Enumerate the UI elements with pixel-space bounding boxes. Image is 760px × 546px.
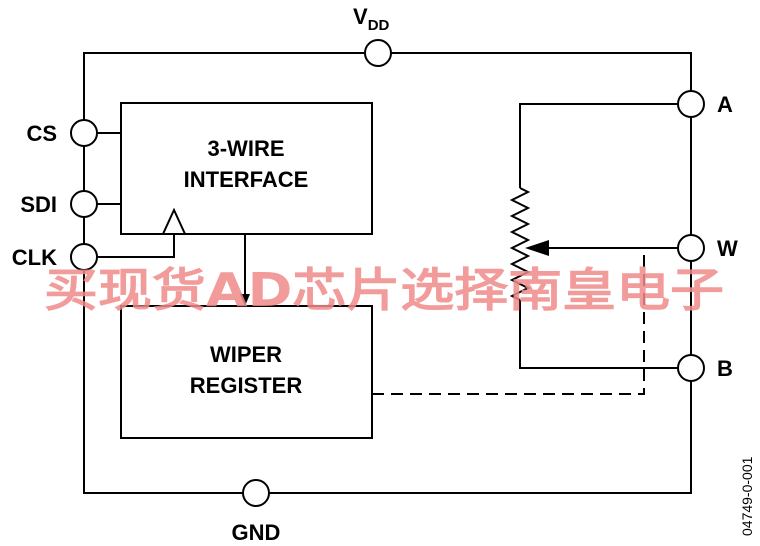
a-pin: [677, 90, 705, 118]
cs-label: CS: [26, 121, 57, 146]
terminal-b-line: [519, 300, 691, 369]
clk-label: CLK: [12, 245, 57, 270]
wiper-arrow: [525, 240, 549, 256]
figure-id: 04749-0-001: [739, 456, 755, 536]
interface-block: [120, 102, 373, 235]
interface-label-line1: 3-WIRE: [208, 136, 285, 161]
cs-pin: [70, 119, 98, 147]
b-label: B: [717, 356, 733, 381]
vdd-pin: [364, 39, 392, 67]
clock-triangle: [161, 207, 187, 235]
sdi-pin: [70, 190, 98, 218]
register-block: [120, 305, 373, 439]
w-label: W: [717, 236, 738, 261]
clk-line: [84, 228, 175, 258]
interface-label-line2: INTERFACE: [184, 167, 309, 192]
w-pin: [677, 234, 705, 262]
gnd-pin: [242, 479, 270, 507]
b-pin: [677, 354, 705, 382]
data-bus-arrow: [240, 294, 250, 306]
register-label-line2: REGISTER: [190, 373, 303, 398]
vdd-label: VDD: [353, 4, 390, 34]
resistor-zigzag: [509, 187, 531, 301]
a-label: A: [717, 92, 733, 117]
watermark-text: 买现货AD芯片选择南皇电子: [44, 263, 724, 317]
terminal-a-line: [519, 103, 691, 188]
gnd-label: GND: [232, 520, 281, 545]
wiper-control-dashed: [372, 248, 645, 395]
sdi-label: SDI: [20, 192, 57, 217]
clk-pin: [70, 243, 98, 271]
register-label-line1: WIPER: [210, 342, 282, 367]
